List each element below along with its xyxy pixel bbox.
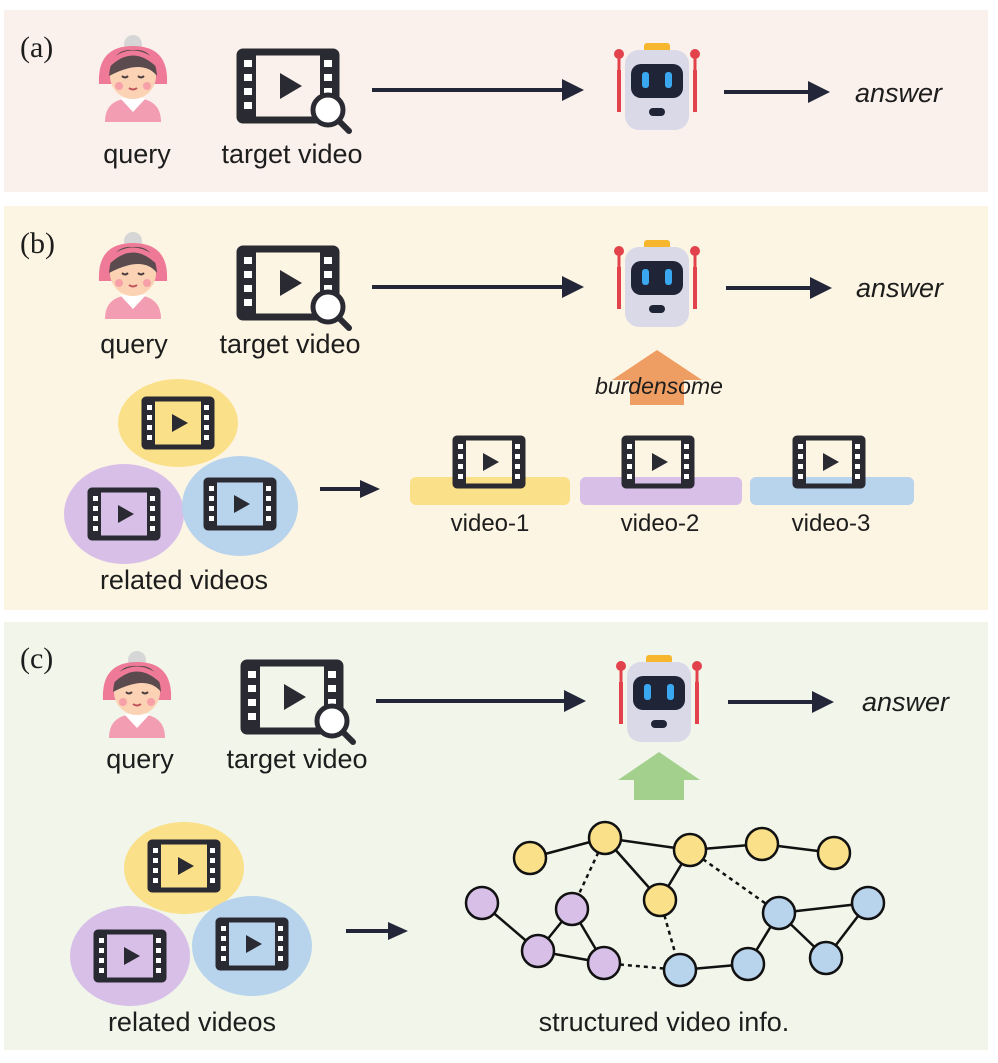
target-video-label: target video bbox=[221, 139, 362, 169]
graph-node-yellow bbox=[587, 820, 623, 856]
graph-node-purple bbox=[520, 933, 556, 969]
panel-c-tag: (c) bbox=[20, 642, 53, 675]
graph-node-blue bbox=[808, 940, 844, 976]
graph-node-purple bbox=[464, 885, 500, 921]
graph-node-yellow bbox=[672, 832, 708, 868]
answer-label: answer bbox=[855, 78, 943, 108]
query-label: query bbox=[103, 139, 171, 169]
video-1-label: video-1 bbox=[451, 510, 530, 537]
panel-b-tag: (b) bbox=[20, 227, 55, 260]
panel-a: (a) query target video answer bbox=[4, 10, 988, 192]
graph-node-purple bbox=[586, 945, 622, 981]
graph-node-yellow bbox=[816, 835, 852, 871]
graph-node-purple bbox=[554, 891, 590, 927]
query-label: query bbox=[106, 744, 174, 774]
arrow-head bbox=[808, 81, 830, 103]
structured-video-info-label: structured video info. bbox=[539, 1007, 790, 1037]
burdensome-arrow bbox=[612, 350, 702, 405]
graph-node-blue bbox=[761, 895, 797, 931]
graph-node-yellow bbox=[642, 882, 678, 918]
graph-node-blue bbox=[850, 885, 886, 921]
graph-node-blue bbox=[662, 952, 698, 988]
panel-a-tag: (a) bbox=[20, 31, 53, 64]
panel-b: (b) query target video answer burdensome… bbox=[4, 206, 988, 610]
answer-label: answer bbox=[856, 273, 944, 303]
query-label: query bbox=[100, 329, 168, 359]
answer-label: answer bbox=[862, 687, 950, 717]
video-2-label: video-2 bbox=[621, 510, 700, 537]
target-video-label: target video bbox=[226, 744, 367, 774]
target-video-label: target video bbox=[219, 329, 360, 359]
green-arrow bbox=[618, 752, 700, 800]
burdensome-label: burdensome bbox=[595, 373, 723, 399]
graph-nodes bbox=[464, 820, 886, 988]
panel-c: (c) query target video answer related vi… bbox=[4, 622, 988, 1050]
arrow-head bbox=[562, 79, 584, 101]
related-videos-label: related videos bbox=[108, 1007, 276, 1037]
graph-node-yellow bbox=[744, 826, 780, 862]
video-3-label: video-3 bbox=[792, 510, 871, 537]
related-videos-label: related videos bbox=[100, 565, 268, 595]
graph-node-yellow bbox=[512, 840, 548, 876]
graph-node-blue bbox=[730, 946, 766, 982]
